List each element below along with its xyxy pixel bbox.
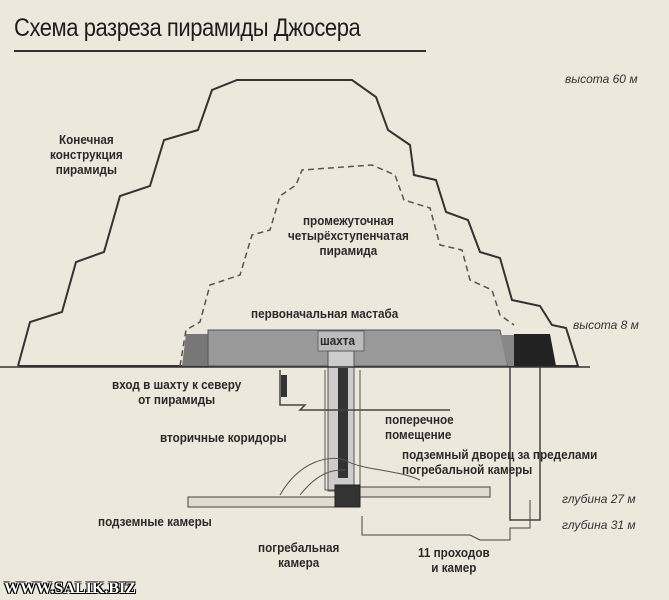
entrance-label: вход в шахту к северу от пирамиды <box>112 377 241 407</box>
label-line: четырёхступенчатая <box>288 228 409 243</box>
transverse-chamber-label: поперечное помещение <box>385 412 454 442</box>
palace-gallery <box>339 486 491 498</box>
intermediate-pyramid-label: промежуточная четырёхступенчатая пирамид… <box>288 213 409 258</box>
label-line: пирамида <box>319 243 378 258</box>
passages-label: 11 проходов и камер <box>418 545 490 575</box>
underground-chambers-label: подземные камеры <box>98 514 212 529</box>
height-60-label: высота 60 м <box>565 72 638 86</box>
right-enclosure <box>509 367 541 521</box>
label-line: промежуточная <box>302 213 394 228</box>
label-line: вход в шахту к северу <box>112 377 242 392</box>
label-line: поперечное <box>385 412 454 427</box>
shaft-label: шахта <box>320 333 356 348</box>
secondary-corridors <box>279 457 421 496</box>
label-line: 11 проходов <box>418 545 490 560</box>
title-underline <box>14 50 426 52</box>
burial-chamber <box>334 484 361 508</box>
mastaba-right-section <box>500 335 514 366</box>
lower-passages <box>361 500 531 541</box>
depth-31-label: глубина 31 м <box>562 518 636 532</box>
underground-chambers-gallery <box>187 496 341 508</box>
final-pyramid-label: Конечная конструкция пирамиды <box>50 132 123 177</box>
label-line: от пирамиды <box>138 392 216 407</box>
entrance-corridor <box>279 370 450 411</box>
mastaba-right-dark <box>514 334 556 366</box>
label-line: помещение <box>385 427 452 442</box>
secondary-corridors-label: вторичные коридоры <box>160 430 287 445</box>
label-line: подземный дворец за пределами <box>402 447 598 462</box>
label-line: погребальная <box>258 540 340 555</box>
height-8-label: высота 8 м <box>573 318 639 332</box>
mastaba-label: первоначальная мастаба <box>251 306 399 321</box>
shaft-core <box>338 368 348 478</box>
watermark: WWW.SALIK.BIZ <box>4 580 136 597</box>
final-pyramid-outline <box>17 79 580 367</box>
diagram-title: Схема разреза пирамиды Джосера <box>14 14 361 42</box>
label-line: и камер <box>431 560 477 575</box>
depth-27-label: глубина 27 м <box>562 492 636 506</box>
label-line: Конечная <box>58 132 114 147</box>
label-line: погребальной камеры <box>402 462 533 477</box>
label-line: конструкция <box>50 147 123 162</box>
mastaba-left-dark <box>182 334 210 366</box>
label-line: пирамиды <box>55 162 117 177</box>
label-line: камера <box>278 555 320 570</box>
entrance-shaft <box>281 375 287 397</box>
palace-label: подземный дворец за пределами погребальн… <box>402 447 597 477</box>
burial-chamber-label: погребальная камера <box>258 540 339 570</box>
